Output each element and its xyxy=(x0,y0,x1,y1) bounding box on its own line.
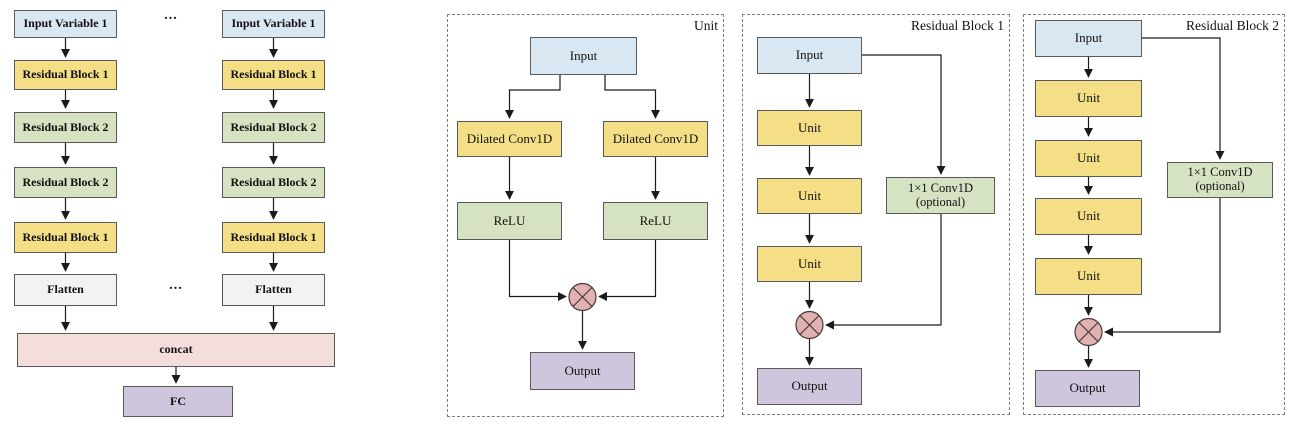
residual-block-2-box: Residual Block 2 xyxy=(222,112,325,143)
output-box: Output xyxy=(757,368,862,405)
relu-box: ReLU xyxy=(603,202,708,240)
residual-block-1-box: Residual Block 1 xyxy=(222,222,325,253)
skip-conv1d-box: 1×1 Conv1D (optional) xyxy=(1167,162,1273,198)
residual-block-1-box: Residual Block 1 xyxy=(14,222,117,253)
unit-box: Unit xyxy=(757,246,862,282)
input-box: Input xyxy=(757,37,862,74)
concat-box: concat xyxy=(17,333,335,367)
residual-block-1-title: Residual Block 1 xyxy=(911,18,1004,33)
unit-box: Unit xyxy=(1035,140,1142,177)
residual-block-2-box: Residual Block 2 xyxy=(14,112,117,143)
input-variable-box: Input Variable 1 xyxy=(222,10,325,38)
unit-box: Unit xyxy=(1035,258,1142,295)
residual-block-2-panel xyxy=(1023,14,1285,415)
residual-block-1-box: Residual Block 1 xyxy=(14,60,117,90)
skip-conv1d-optional-label: (optional) xyxy=(1195,179,1245,193)
flatten-box: Flatten xyxy=(14,274,117,306)
flatten-box: Flatten xyxy=(222,274,325,306)
skip-conv1d-label: 1×1 Conv1D xyxy=(1187,165,1253,180)
skip-conv1d-label: 1×1 Conv1D xyxy=(907,180,974,195)
residual-block-2-box: Residual Block 2 xyxy=(14,167,117,198)
input-box: Input xyxy=(530,37,637,75)
dilated-conv1d-box: Dilated Conv1D xyxy=(603,121,708,157)
skip-conv1d-box: 1×1 Conv1D (optional) xyxy=(886,177,995,214)
ellipsis: ... xyxy=(169,278,183,293)
input-box: Input xyxy=(1035,20,1142,57)
ellipsis: ... xyxy=(164,8,178,23)
residual-block-1-panel xyxy=(742,14,1010,415)
residual-block-1-box: Residual Block 1 xyxy=(222,60,325,90)
residual-block-2-box: Residual Block 2 xyxy=(222,167,325,198)
dilated-conv1d-box: Dilated Conv1D xyxy=(457,121,562,157)
relu-box: ReLU xyxy=(457,202,562,240)
fc-box: FC xyxy=(123,386,233,417)
unit-box: Unit xyxy=(1035,80,1142,117)
skip-conv1d-optional-label: (optional) xyxy=(915,194,966,209)
residual-block-2-title: Residual Block 2 xyxy=(1186,18,1279,33)
unit-panel xyxy=(447,14,724,417)
output-box: Output xyxy=(1035,370,1140,407)
unit-box: Unit xyxy=(1035,198,1142,235)
unit-panel-title: Unit xyxy=(693,18,718,33)
unit-box: Unit xyxy=(757,178,862,214)
output-box: Output xyxy=(530,352,635,390)
input-variable-box: Input Variable 1 xyxy=(14,10,117,38)
unit-box: Unit xyxy=(757,110,862,146)
